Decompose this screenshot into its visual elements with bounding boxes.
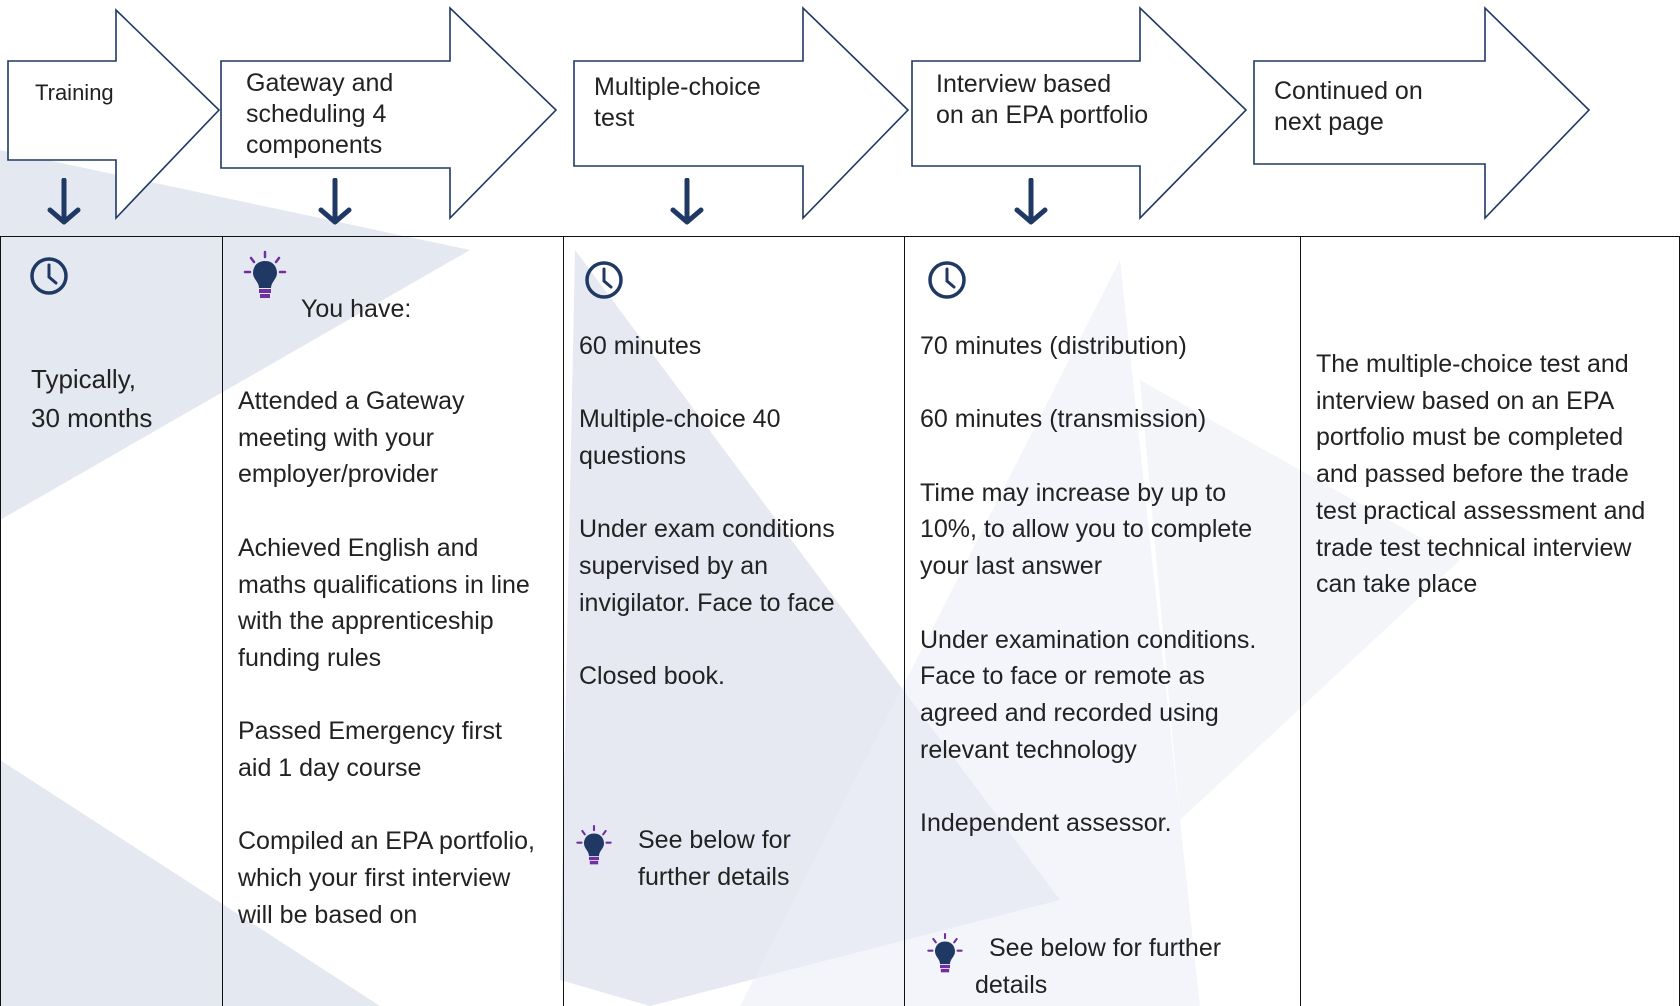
interview-see-below-note: See below for further details <box>975 934 1222 999</box>
flow-arrow-training <box>7 8 221 220</box>
interview-detail: Under examination conditions. Face to fa… <box>920 625 1257 764</box>
epa-stages-table: Typically, 30 months You have: Attended … <box>0 236 1680 1006</box>
flow-arrow-gateway <box>220 6 558 220</box>
interview-detail: Time may increase by up to 10%, to allow… <box>920 478 1253 581</box>
interview-detail: 60 minutes (transmission) <box>920 405 1207 434</box>
interview-detail: Independent assessor. <box>920 809 1172 838</box>
down-arrow-icon <box>318 178 352 225</box>
column-training: Typically, 30 months <box>0 236 222 1006</box>
flow-arrow-mcq <box>573 6 910 220</box>
gateway-requirement: Achieved English and maths qualification… <box>238 533 530 672</box>
lightbulb-icon <box>927 932 963 973</box>
gateway-intro: You have: <box>301 295 412 323</box>
gateway-requirement: Passed Emergency first aid 1 day course <box>238 717 502 782</box>
down-arrow-icon <box>47 178 81 225</box>
flow-arrow-interview <box>911 6 1248 220</box>
table-top-border <box>0 236 1680 237</box>
flow-step-interview-label: Interview based on an EPA portfolio <box>936 70 1149 129</box>
lightbulb-icon <box>243 250 287 298</box>
process-flow-arrows <box>7 6 1591 220</box>
interview-detail: 70 minutes (distribution) <box>920 332 1187 360</box>
flow-step-continued-label: Continued on next page <box>1274 77 1423 136</box>
watermark-shape <box>740 260 1200 1006</box>
mcq-details-list: 60 minutes Multiple-choice 40 questions … <box>579 328 879 732</box>
mcq-detail: 60 minutes <box>579 332 702 360</box>
mcq-see-below-note: See below for further details <box>638 826 791 891</box>
flow-step-mcq-label: Multiple-choice test <box>594 73 761 132</box>
gateway-requirements-list: Attended a Gateway meeting with your emp… <box>238 383 538 970</box>
interview-details-list: 70 minutes (distribution) 60 minutes (tr… <box>920 328 1265 878</box>
column-continued: The multiple-choice test and interview b… <box>1300 236 1680 1006</box>
flow-arrow-continued <box>1253 6 1591 220</box>
gateway-requirement: Compiled an EPA portfolio, which your fi… <box>238 827 535 929</box>
training-duration: Typically, 30 months <box>31 364 153 433</box>
clock-icon <box>928 261 966 299</box>
down-arrow-icon <box>1014 178 1048 225</box>
column-gateway: You have: Attended a Gateway meeting wit… <box>222 236 563 1006</box>
watermark-shape <box>0 150 470 520</box>
clock-icon <box>30 257 68 295</box>
mcq-detail: Closed book. <box>579 662 725 691</box>
lightbulb-icon <box>576 824 612 865</box>
down-arrow-icon <box>670 178 704 225</box>
watermark-shape <box>0 760 380 1006</box>
continued-note: The multiple-choice test and interview b… <box>1316 350 1646 599</box>
flow-step-gateway-label: Gateway and scheduling 4 components <box>246 69 394 159</box>
flow-step-training-label: Training <box>35 80 114 105</box>
column-interview: 70 minutes (distribution) 60 minutes (tr… <box>904 236 1300 1006</box>
clock-icon <box>585 261 623 299</box>
gateway-requirement: Attended a Gateway meeting with your emp… <box>238 387 465 489</box>
mcq-detail: Under exam conditions supervised by an i… <box>579 515 835 617</box>
column-mcq: 60 minutes Multiple-choice 40 questions … <box>563 236 904 1006</box>
mcq-detail: Multiple-choice 40 questions <box>579 405 781 471</box>
